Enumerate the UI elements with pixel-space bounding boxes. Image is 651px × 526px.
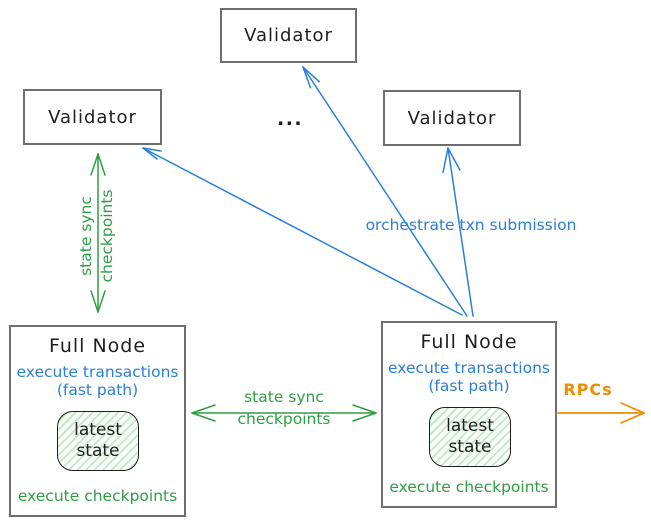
validator-right-box: Validator [383, 90, 521, 146]
full-node-left-box: Full Node execute transactions (fast pat… [9, 325, 186, 517]
validator-right-label: Validator [407, 107, 497, 129]
vertical-sync-line2: checkpoints [98, 189, 116, 283]
state-line1: latest [74, 420, 122, 440]
vertical-sync-line1: state sync [77, 196, 95, 276]
full-node-right-footer: execute checkpoints [389, 478, 549, 496]
fast-path-line1: execute transactions [16, 363, 179, 381]
state-line1: latest [446, 416, 494, 436]
fast-path-line2: (fast path) [428, 377, 510, 395]
validator-left-label: Validator [48, 106, 137, 128]
horizontal-sync-line1: state sync [244, 388, 324, 406]
horizontal-sync-line2: checkpoints [237, 410, 331, 428]
full-node-left-footer: execute checkpoints [17, 487, 178, 505]
state-line2: state [76, 441, 120, 461]
rpcs-label: RPCs [563, 380, 613, 399]
fast-path-line1: execute transactions [387, 359, 551, 377]
validator-top-label: Validator [244, 25, 333, 46]
validator-left-box: Validator [23, 89, 162, 145]
state-line2: state [448, 437, 492, 457]
fast-path-line2: (fast path) [56, 381, 139, 399]
full-node-right-fast-path: execute transactions (fast path) [383, 359, 555, 395]
latest-state-box-left: latest state [57, 411, 139, 471]
state-sync-vertical-label: state sync checkpoints [76, 176, 120, 296]
validator-top-box: Validator [220, 8, 357, 63]
rpcs-arrow [557, 402, 645, 424]
validators-ellipsis: ... [277, 108, 304, 130]
full-node-left-title: Full Node [48, 335, 147, 357]
full-node-right-box: Full Node execute transactions (fast pat… [381, 321, 557, 508]
state-sync-horizontal-label: state sync checkpoints [232, 386, 336, 430]
orchestrate-txn-label: orchestrate txn submission [365, 216, 577, 234]
full-node-left-fast-path: execute transactions (fast path) [11, 363, 184, 399]
latest-state-box-right: latest state [429, 407, 511, 467]
full-node-right-title: Full Node [420, 331, 518, 353]
